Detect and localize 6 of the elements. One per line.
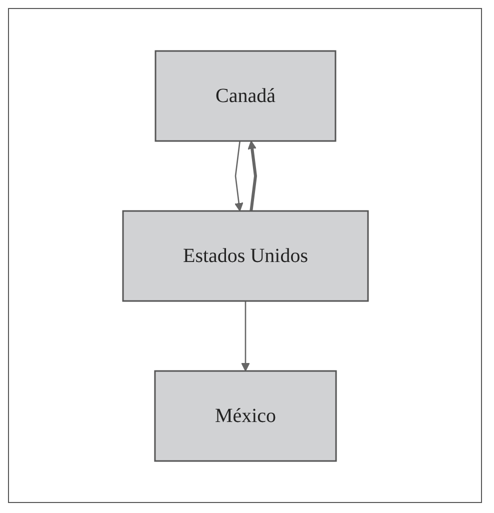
node-box: México [154, 370, 336, 462]
node-box: Canadá [154, 50, 336, 142]
arrow [247, 140, 257, 211]
arrow [234, 140, 243, 211]
arrow [240, 300, 250, 371]
node-box: Estados Unidos [122, 210, 368, 302]
